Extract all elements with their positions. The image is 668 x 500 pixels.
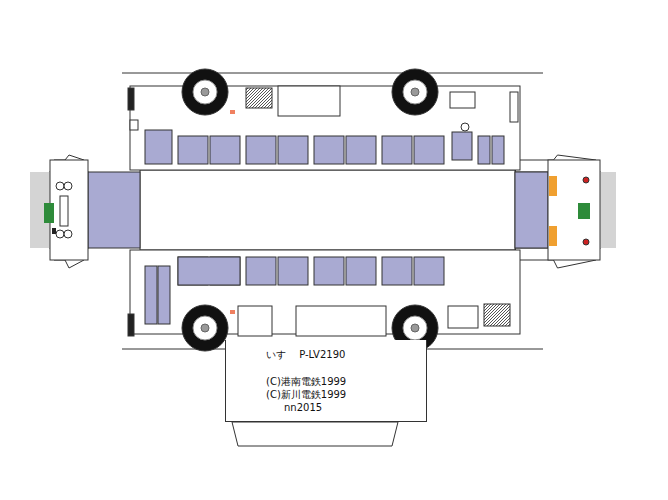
window	[178, 136, 208, 164]
door-window	[158, 266, 170, 324]
side-light	[230, 310, 235, 314]
headlight	[64, 182, 72, 190]
window	[278, 136, 308, 164]
grille	[484, 304, 510, 326]
rear-face	[548, 160, 600, 260]
headlight	[56, 182, 64, 190]
info-panel: いすゞ P-LV2190 (C)港南電鉄1999(C)新川電鉄1999nn2015	[225, 340, 427, 422]
grille	[246, 88, 272, 108]
hatch-panel	[450, 92, 475, 108]
hub	[193, 316, 217, 340]
lamp	[52, 228, 56, 234]
window	[178, 257, 240, 285]
hub	[403, 316, 427, 340]
window	[492, 136, 504, 164]
destination-sign	[578, 203, 590, 219]
hub-cap	[411, 88, 419, 96]
hub	[403, 80, 427, 104]
windshield	[145, 130, 172, 164]
tail-lamp	[583, 177, 589, 183]
hub-cap	[201, 324, 209, 332]
window	[414, 257, 444, 285]
fuel-cap	[461, 123, 469, 131]
wheel	[182, 305, 228, 351]
fold-line	[122, 73, 543, 74]
roof-panel	[140, 170, 515, 250]
headlight	[56, 230, 64, 238]
hub-cap	[201, 88, 209, 96]
window	[246, 136, 276, 164]
window	[210, 136, 240, 164]
window	[382, 257, 412, 285]
tail-panel	[510, 92, 518, 122]
side-light	[230, 110, 235, 114]
tail-lamp	[583, 239, 589, 245]
wheel	[182, 69, 228, 115]
hatch-panel	[296, 306, 386, 336]
front-face	[50, 160, 88, 260]
rear-window	[515, 172, 548, 248]
marker	[130, 120, 138, 130]
model-name: いすゞ P-LV2190	[266, 348, 420, 361]
door-window	[145, 266, 157, 324]
mirror	[128, 314, 134, 336]
hatch-panel	[278, 86, 340, 116]
window	[478, 136, 490, 164]
window	[346, 257, 376, 285]
glue-tab	[600, 172, 616, 248]
door-window	[452, 132, 472, 160]
window	[314, 136, 344, 164]
glue-tab	[232, 422, 398, 446]
hub-cap	[411, 324, 419, 332]
window	[382, 136, 412, 164]
window	[278, 257, 308, 285]
tail-light	[549, 226, 557, 246]
copyright-note: nn2015	[266, 401, 420, 414]
copyright-note: (C)新川電鉄1999	[266, 388, 420, 401]
hub	[193, 80, 217, 104]
hatch-panel	[448, 306, 478, 328]
number-plate	[60, 196, 68, 226]
headlight	[64, 230, 72, 238]
mirror	[128, 88, 134, 110]
window	[414, 136, 444, 164]
wheel	[392, 69, 438, 115]
window	[246, 257, 276, 285]
window	[314, 257, 344, 285]
destination-sign	[44, 203, 54, 223]
front-window	[88, 172, 140, 248]
tail-light	[549, 176, 557, 196]
hatch-panel	[238, 306, 272, 336]
window	[346, 136, 376, 164]
copyright-note: (C)港南電鉄1999	[266, 375, 420, 388]
